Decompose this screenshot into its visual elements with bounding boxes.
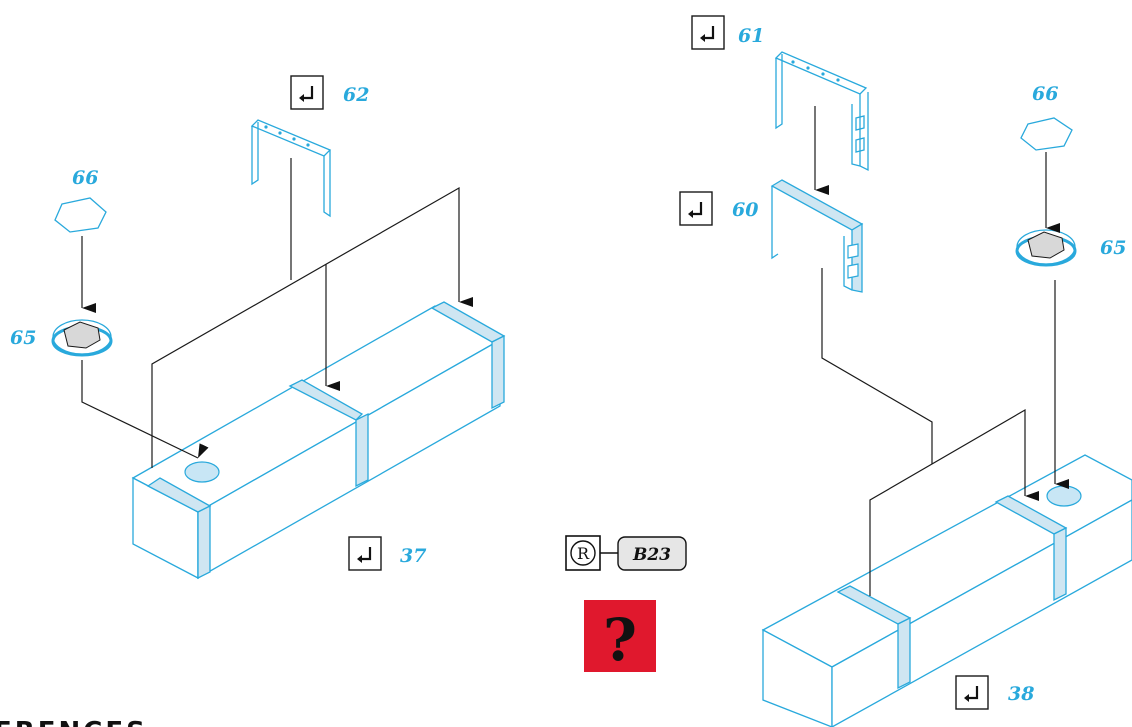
right-beam xyxy=(761,454,1132,727)
part-number-65-left: 65 xyxy=(10,327,36,349)
bracket-62 xyxy=(250,119,332,218)
registered-r-icon xyxy=(570,540,596,566)
nut-66-left xyxy=(54,197,107,233)
check-return-icon xyxy=(301,86,314,100)
right-leaders xyxy=(814,106,1069,596)
help-box: ? xyxy=(584,600,656,674)
bracket-60 xyxy=(770,179,864,293)
part-number-66-left: 66 xyxy=(72,167,98,189)
beam-hole-left xyxy=(184,461,220,483)
partial-heading: ERENCES xyxy=(0,717,148,727)
beam-hole-right xyxy=(1046,485,1082,507)
step-marker-37 xyxy=(348,536,382,571)
step-number-37: 37 xyxy=(400,545,426,567)
svg-text:R: R xyxy=(577,544,590,563)
washer-65-right xyxy=(1015,229,1077,267)
part-number-62: 62 xyxy=(343,84,369,106)
step-number-38: 38 xyxy=(1008,683,1034,705)
left-leaders xyxy=(81,158,473,468)
part-number-61: 61 xyxy=(738,25,764,47)
step-marker-62 xyxy=(290,75,324,110)
nut-66-right xyxy=(1020,117,1073,151)
question-mark-icon: ? xyxy=(603,606,637,674)
left-beam xyxy=(131,301,506,580)
part-number-60: 60 xyxy=(732,199,758,221)
bracket-61 xyxy=(774,51,869,172)
part-number-66-right: 66 xyxy=(1032,83,1058,105)
step-marker-60 xyxy=(679,191,713,226)
reference-badge: R B23 xyxy=(565,535,687,571)
reference-code: B23 xyxy=(632,545,671,565)
step-marker-61 xyxy=(691,15,725,50)
step-marker-38 xyxy=(955,675,989,710)
part-number-65-right: 65 xyxy=(1100,237,1126,259)
band-left-mid xyxy=(288,379,364,421)
washer-65-left xyxy=(51,319,113,357)
